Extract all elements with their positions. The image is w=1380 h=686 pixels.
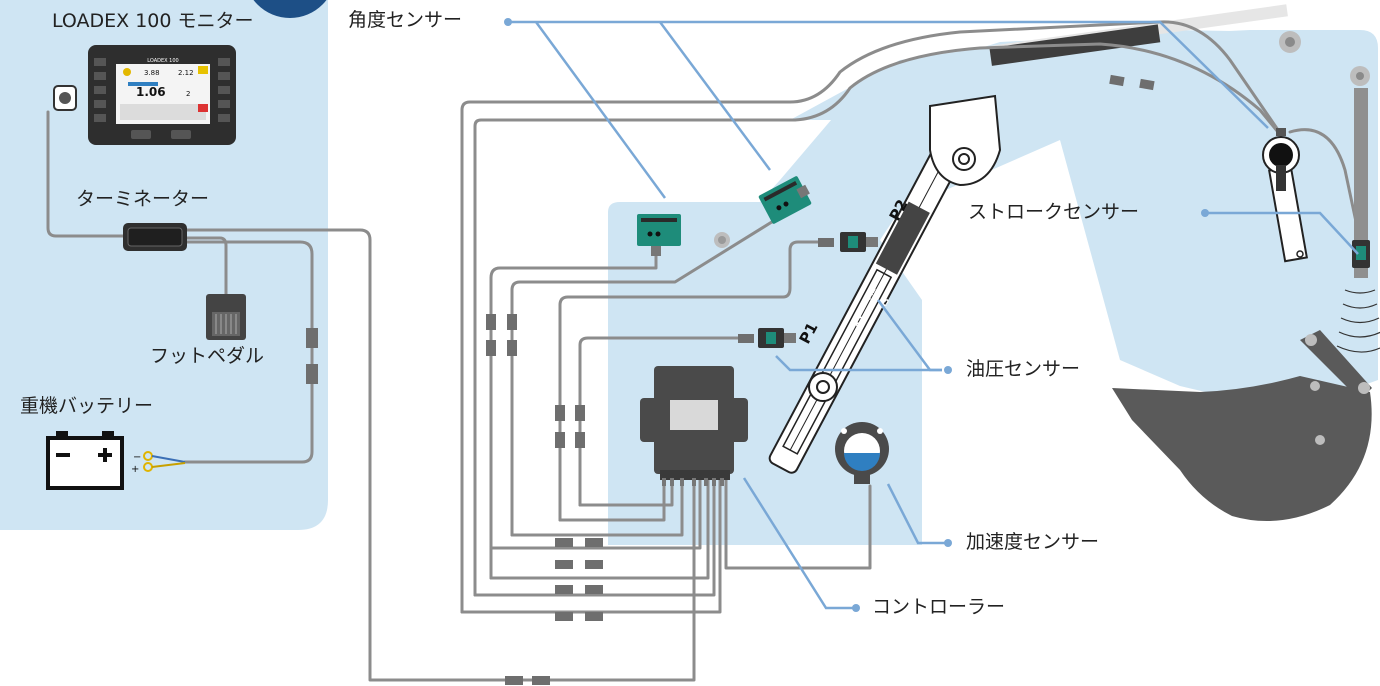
controller-device	[640, 366, 748, 486]
pivot-pin-inner	[718, 236, 726, 244]
controller-label: コントローラー	[872, 596, 1006, 618]
pressure-sensor-p1	[758, 328, 796, 348]
angle-sensor-2	[758, 176, 812, 224]
pressure-sensor-label: 油圧センサー	[966, 358, 1081, 380]
monitor-main-value: 1.06	[136, 85, 166, 99]
monitor-connector-icon	[53, 85, 77, 111]
foot-pedal-device	[206, 294, 246, 340]
stroke-sensor-label: ストロークセンサー	[968, 201, 1140, 223]
inline-connectors	[306, 74, 1155, 685]
monitor-count: 2	[186, 90, 190, 98]
bucket	[1112, 330, 1372, 522]
angle-sensor-1	[637, 214, 681, 256]
stroke-sensor	[1336, 66, 1380, 353]
monitor-value-b: 2.12	[178, 69, 194, 77]
battery-device: − +	[46, 431, 186, 490]
terminator-device	[123, 223, 187, 251]
cab-panel	[0, 0, 328, 530]
boom-arm-shape	[790, 30, 1290, 120]
accel-sensor-label: 加速度センサー	[966, 531, 1100, 553]
monitor-brand: LOADEX 100	[147, 58, 178, 64]
monitor-label: LOADEX 100 モニター	[52, 10, 254, 32]
leader-lines	[504, 18, 1359, 612]
battery-plus-mark: +	[131, 464, 139, 475]
loadex-monitor-device: LOADEX 100 3.88 2.12 1.06 2	[88, 45, 236, 145]
foot-pedal-label: フットペダル	[150, 345, 265, 367]
battery-minus-mark: −	[133, 452, 141, 463]
monitor-value-a: 3.88	[144, 69, 160, 77]
terminator-label: ターミネーター	[76, 188, 210, 210]
corner-badge	[253, 0, 327, 18]
battery-label: 重機バッテリー	[20, 395, 154, 417]
pressure-sensor-p2	[840, 232, 878, 252]
angle-sensor-label: 角度センサー	[348, 9, 463, 31]
accel-sensor-device	[835, 422, 889, 484]
lift-cylinder: A1 A2 A3 P1 P2	[768, 94, 1002, 474]
cable-network	[46, 20, 1364, 682]
